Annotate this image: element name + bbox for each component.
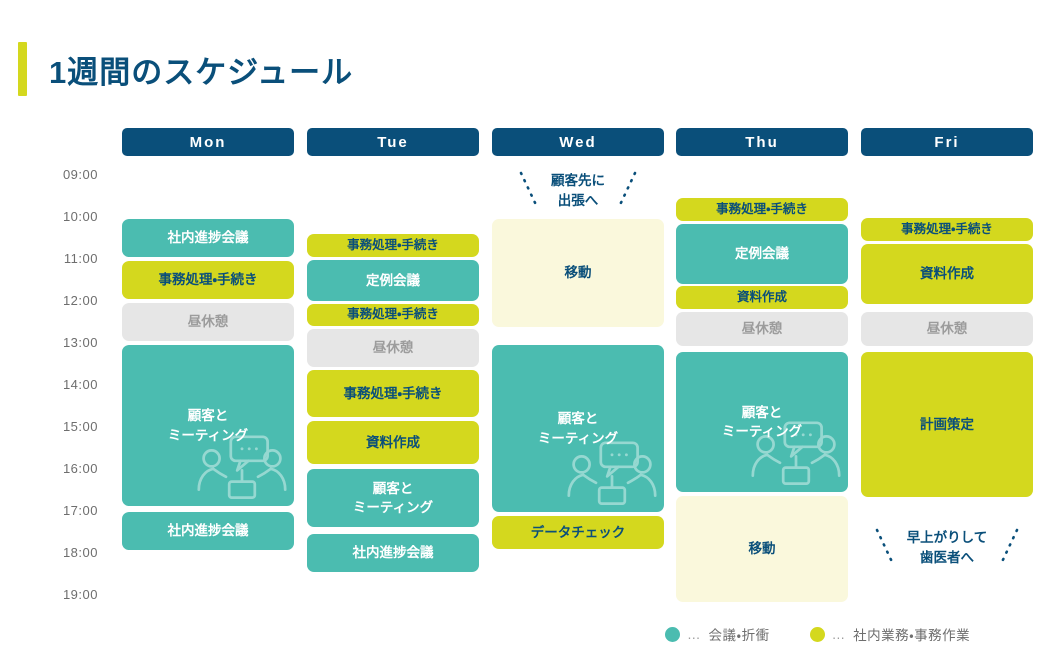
- event-block[interactable]: 社内進捗会議: [122, 512, 294, 550]
- time-label-1200: 12:00: [62, 293, 98, 308]
- event-block[interactable]: 移動: [676, 496, 848, 602]
- event-block[interactable]: 資料作成: [676, 286, 848, 309]
- event-label: 事務処理・手続き: [347, 237, 439, 252]
- time-label-1100: 11:00: [63, 251, 98, 266]
- event-label: 移動: [564, 265, 592, 281]
- event-block[interactable]: 資料作成: [861, 244, 1033, 304]
- event-block[interactable]: 昼休憩: [861, 312, 1033, 346]
- time-label-1600: 16:00: [62, 461, 98, 476]
- event-label: 顧客とミーティング: [537, 411, 619, 446]
- dotted-tick-left-icon: [519, 171, 539, 209]
- event-block[interactable]: 社内進捗会議: [307, 534, 479, 572]
- annotation-fri-dentist: 早上がりして歯医者へ: [861, 527, 1033, 569]
- event-label: 昼休憩: [372, 340, 414, 356]
- event-label: 定例会議: [366, 272, 420, 288]
- day-header-tue[interactable]: Tue: [307, 128, 479, 156]
- day-header-thu[interactable]: Thu: [676, 128, 848, 156]
- event-label: データチェック: [530, 524, 626, 540]
- annotation-wed-trip: 顧客先に出張へ: [492, 170, 664, 212]
- event-block[interactable]: 昼休憩: [676, 312, 848, 346]
- event-label: 事務処理・手続き: [716, 201, 808, 216]
- annotation-text: 顧客先に出張へ: [551, 173, 605, 208]
- time-label-1800: 18:00: [62, 545, 98, 560]
- event-block[interactable]: 顧客とミーティング: [676, 352, 848, 492]
- title-text: 1週間のスケジュール: [49, 54, 354, 90]
- title-accent-bar: [18, 42, 27, 96]
- legend: … 会議・折衝 … 社内業務・事務作業: [665, 624, 970, 644]
- time-label-1900: 19:00: [62, 587, 98, 602]
- event-label: 事務処理・手続き: [343, 385, 443, 401]
- event-label: 資料作成: [920, 266, 974, 282]
- event-block[interactable]: 事務処理・手続き: [676, 198, 848, 221]
- dotted-tick-right-icon: [999, 528, 1019, 566]
- event-label: 事務処理・手続き: [901, 221, 993, 236]
- event-block[interactable]: データチェック: [492, 516, 664, 549]
- event-block[interactable]: 事務処理・手続き: [307, 370, 479, 417]
- event-label: 昼休憩: [926, 321, 968, 337]
- legend-dot-teal-icon: [665, 626, 680, 642]
- time-label-1300: 13:00: [62, 335, 98, 350]
- legend-item-internal-work: … 社内業務・事務作業: [809, 624, 971, 644]
- event-block[interactable]: 社内進捗会議: [122, 219, 294, 257]
- time-label-1700: 17:00: [62, 503, 98, 518]
- legend-dot-lime-icon: [809, 626, 825, 642]
- event-label: 顧客とミーティング: [352, 480, 434, 515]
- event-block[interactable]: 計画策定: [861, 352, 1033, 497]
- event-label: 資料作成: [736, 289, 787, 304]
- event-block[interactable]: 顧客とミーティング: [492, 345, 664, 512]
- event-block[interactable]: 顧客とミーティング: [122, 345, 294, 506]
- time-label-1500: 15:00: [62, 419, 98, 434]
- event-label: 事務処理・手続き: [347, 307, 439, 322]
- event-label: 昼休憩: [187, 314, 229, 330]
- event-block[interactable]: 資料作成: [307, 421, 479, 464]
- event-label: 定例会議: [735, 246, 789, 262]
- event-label: 昼休憩: [741, 321, 783, 337]
- dotted-tick-right-icon: [617, 171, 637, 209]
- time-label-1000: 10:00: [62, 209, 98, 224]
- time-label-0900: 09:00: [62, 167, 98, 182]
- event-block[interactable]: 事務処理・手続き: [861, 218, 1033, 241]
- legend-label: 社内業務・事務作業: [853, 628, 971, 643]
- event-block[interactable]: 事務処理・手続き: [122, 261, 294, 299]
- event-label: 社内進捗会議: [352, 545, 434, 561]
- legend-ellipsis: …: [831, 626, 847, 642]
- legend-item-meeting: … 会議・折衝: [665, 624, 770, 644]
- event-label: 社内進捗会議: [167, 523, 249, 539]
- event-label: 計画策定: [920, 416, 974, 432]
- event-block[interactable]: 昼休憩: [307, 329, 479, 367]
- event-block[interactable]: 昼休憩: [122, 303, 294, 341]
- event-block[interactable]: 定例会議: [676, 224, 848, 284]
- legend-label: 会議・折衝: [708, 628, 770, 643]
- time-label-1400: 14:00: [62, 377, 98, 392]
- event-label: 顧客とミーティング: [721, 404, 803, 439]
- event-block[interactable]: 事務処理・手続き: [307, 304, 479, 326]
- legend-ellipsis: …: [687, 626, 702, 642]
- annotation-text: 早上がりして歯医者へ: [906, 530, 988, 565]
- event-label: 移動: [748, 541, 776, 557]
- day-header-mon[interactable]: Mon: [122, 128, 294, 156]
- event-label: 事務処理・手続き: [158, 272, 258, 288]
- event-block[interactable]: 顧客とミーティング: [307, 469, 479, 527]
- event-label: 顧客とミーティング: [167, 408, 249, 443]
- event-label: 資料作成: [366, 434, 420, 450]
- day-header-wed[interactable]: Wed: [492, 128, 664, 156]
- event-block[interactable]: 定例会議: [307, 260, 479, 301]
- day-header-fri[interactable]: Fri: [861, 128, 1033, 156]
- page-title: 1週間のスケジュール: [18, 42, 353, 96]
- dotted-tick-left-icon: [875, 528, 894, 566]
- event-block[interactable]: 移動: [492, 219, 664, 327]
- event-label: 社内進捗会議: [167, 230, 249, 246]
- meeting-illustration-icon: [567, 441, 657, 505]
- event-block[interactable]: 事務処理・手続き: [307, 234, 479, 257]
